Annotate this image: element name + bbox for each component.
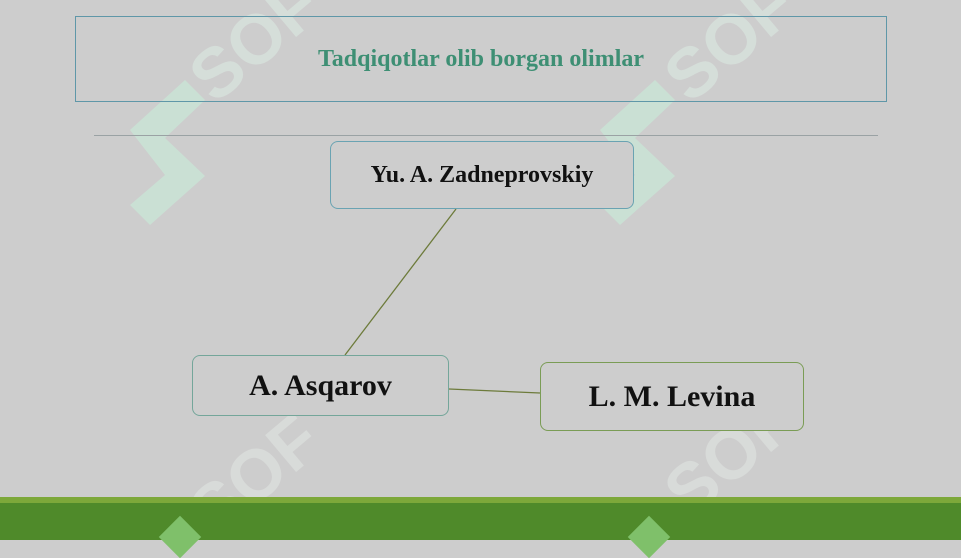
node-asqarov: A. Asqarov: [192, 355, 449, 416]
node-label: Yu. A. Zadneprovskiy: [370, 161, 594, 188]
footer-accent-line: [0, 497, 961, 503]
node-levina: L. M. Levina: [540, 362, 804, 431]
node-label: A. Asqarov: [249, 368, 392, 402]
divider: [94, 135, 878, 136]
node-zadneprovskiy: Yu. A. Zadneprovskiy: [330, 141, 634, 209]
connector-top-left: [344, 208, 457, 356]
title-box: Tadqiqotlar olib borgan olimlar: [75, 16, 887, 102]
footer-band: [0, 503, 961, 540]
connector-left-right: [448, 388, 541, 394]
page-title: Tadqiqotlar olib borgan olimlar: [317, 45, 645, 72]
node-label: L. M. Levina: [588, 379, 756, 413]
